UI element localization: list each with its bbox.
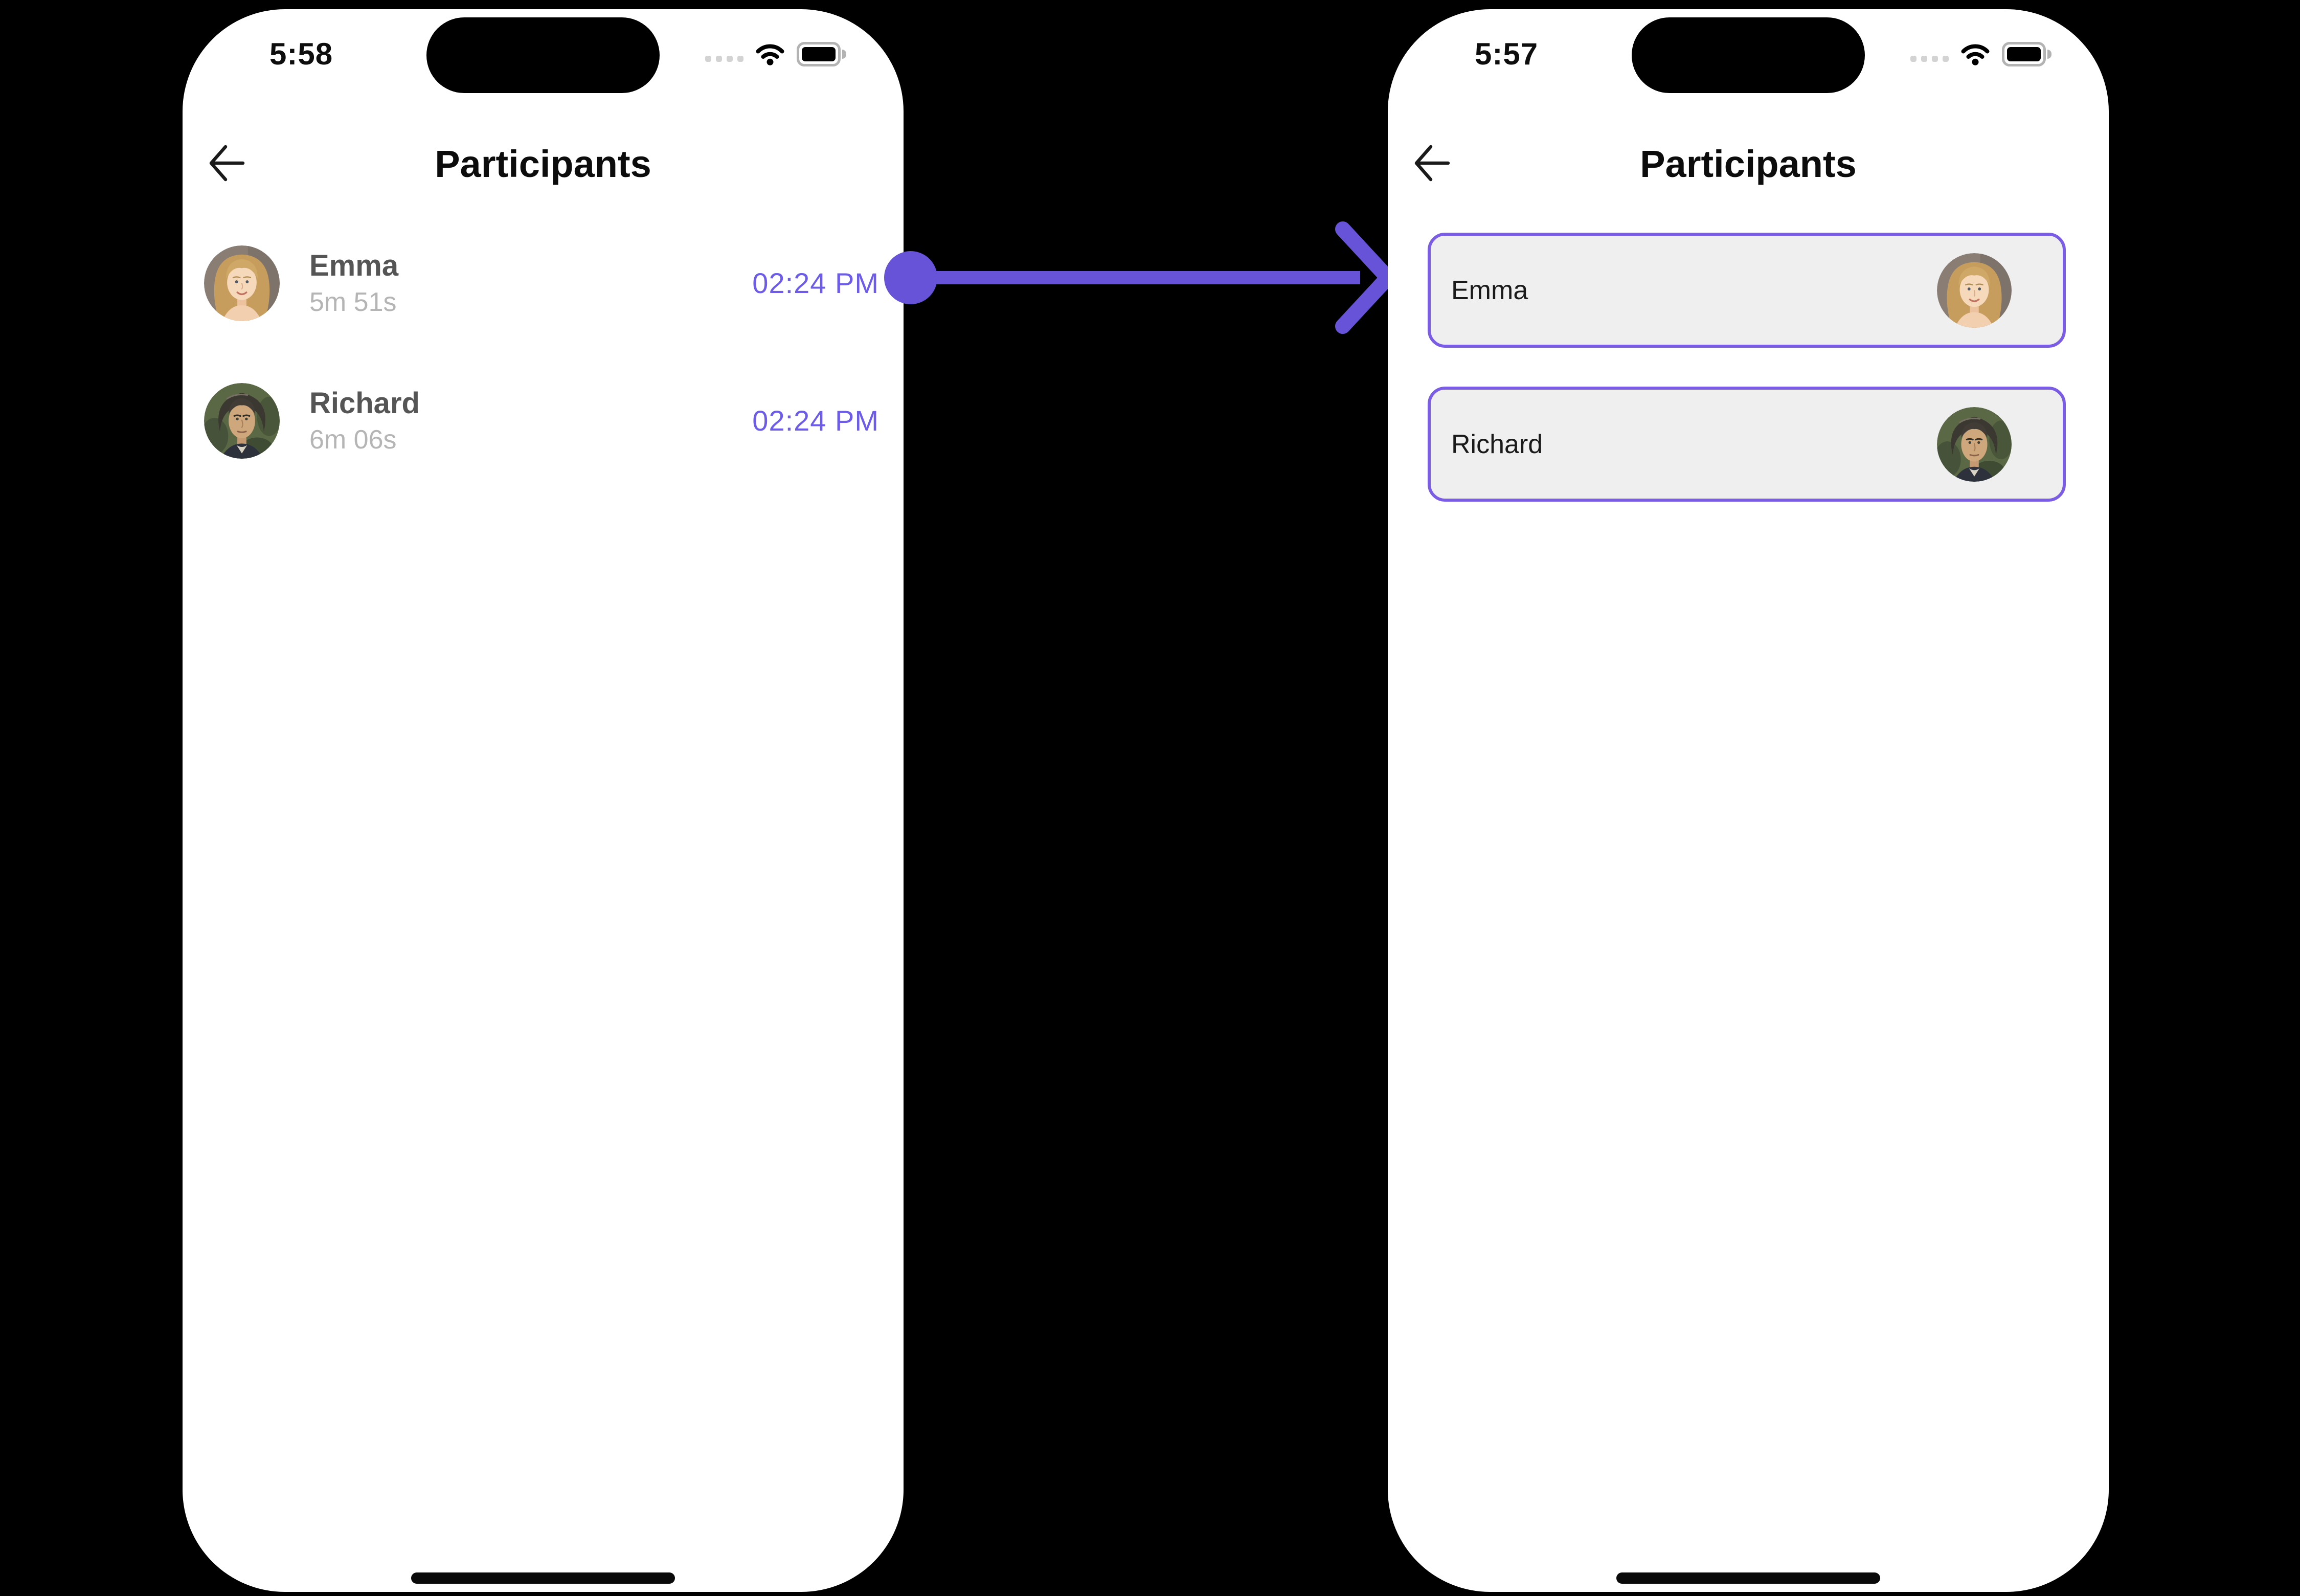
participant-join-time: 02:24 PM bbox=[752, 404, 879, 437]
back-button[interactable] bbox=[207, 142, 247, 184]
avatar-emma bbox=[204, 245, 280, 321]
cellular-signal-icon bbox=[1910, 56, 1949, 62]
wifi-icon bbox=[1961, 44, 1990, 65]
back-arrow-icon bbox=[209, 145, 245, 182]
participant-join-time: 02:24 PM bbox=[752, 267, 879, 299]
participant-name: Emma bbox=[309, 249, 399, 282]
back-button[interactable] bbox=[1412, 142, 1452, 184]
participant-name: Richard bbox=[1451, 429, 1543, 459]
avatar-emma bbox=[1937, 253, 2012, 328]
participant-card-richard[interactable]: Richard bbox=[1428, 387, 2066, 502]
dynamic-island bbox=[426, 17, 660, 93]
back-arrow-icon bbox=[1414, 145, 1450, 182]
status-icons bbox=[705, 42, 846, 66]
participant-row-emma[interactable]: Emma 5m 51s 02:24 PM bbox=[204, 242, 879, 324]
participant-info: Richard 6m 06s bbox=[309, 387, 420, 455]
battery-icon bbox=[2002, 42, 2051, 66]
participant-info: Emma 5m 51s bbox=[309, 251, 398, 316]
status-time: 5:58 bbox=[269, 37, 333, 71]
battery-icon bbox=[797, 42, 846, 66]
participant-name: Richard bbox=[309, 387, 420, 420]
transition-arrow-icon bbox=[884, 221, 1395, 334]
participant-duration: 5m 51s bbox=[309, 287, 397, 317]
page-title: Participants bbox=[1640, 143, 1857, 185]
status-time: 5:57 bbox=[1475, 37, 1539, 71]
phone-after: 5:57 Participants bbox=[1388, 9, 2109, 1592]
participant-row-richard[interactable]: Richard 6m 06s 02:24 PM bbox=[204, 380, 879, 462]
participant-name: Emma bbox=[1451, 275, 1528, 305]
participant-duration: 6m 06s bbox=[309, 425, 397, 455]
cellular-signal-icon bbox=[705, 56, 743, 62]
page-title: Participants bbox=[435, 143, 651, 185]
app-header: Participants bbox=[183, 140, 904, 189]
phone-before: 5:58 Participants bbox=[183, 9, 904, 1592]
home-indicator[interactable] bbox=[1616, 1572, 1880, 1584]
status-icons bbox=[1910, 42, 2051, 66]
wifi-icon bbox=[756, 44, 784, 65]
home-indicator[interactable] bbox=[411, 1572, 675, 1584]
participant-card-emma[interactable]: Emma bbox=[1428, 233, 2066, 348]
dynamic-island bbox=[1632, 17, 1865, 93]
app-header: Participants bbox=[1388, 140, 2109, 189]
avatar-richard bbox=[204, 383, 280, 459]
avatar-richard bbox=[1937, 407, 2012, 482]
